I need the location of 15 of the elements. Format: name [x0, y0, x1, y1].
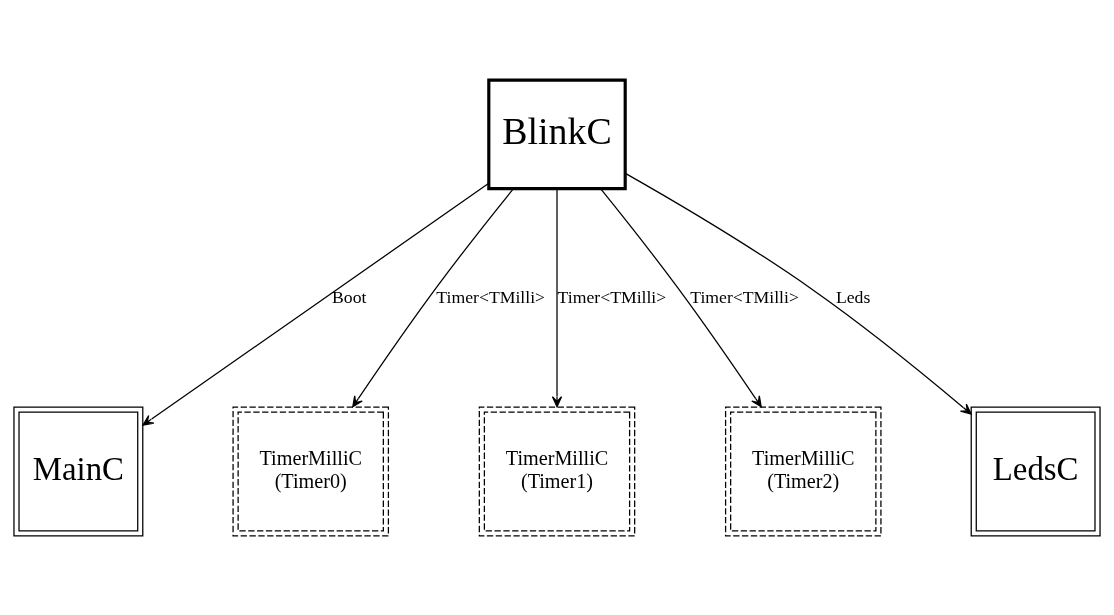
node-box: MainC — [13, 406, 144, 537]
node-box: BlinkC — [487, 77, 627, 190]
arrow — [551, 187, 563, 407]
edge-label: Boot — [332, 286, 367, 307]
edge-label: Timer<TMilli> — [436, 286, 546, 307]
arrow — [352, 187, 515, 407]
edge-label: Leds — [835, 286, 871, 307]
node-box: TimerMilliC (Timer2) — [724, 406, 882, 537]
node-box: TimerMilliC (Timer1) — [478, 406, 636, 537]
edge-label: Timer<TMilli> — [690, 286, 799, 307]
arrow — [142, 182, 490, 426]
node-box: TimerMilliC (Timer0) — [232, 406, 390, 537]
arrow — [599, 187, 762, 407]
arrow — [624, 172, 972, 415]
node-box: LedsC — [970, 406, 1101, 537]
